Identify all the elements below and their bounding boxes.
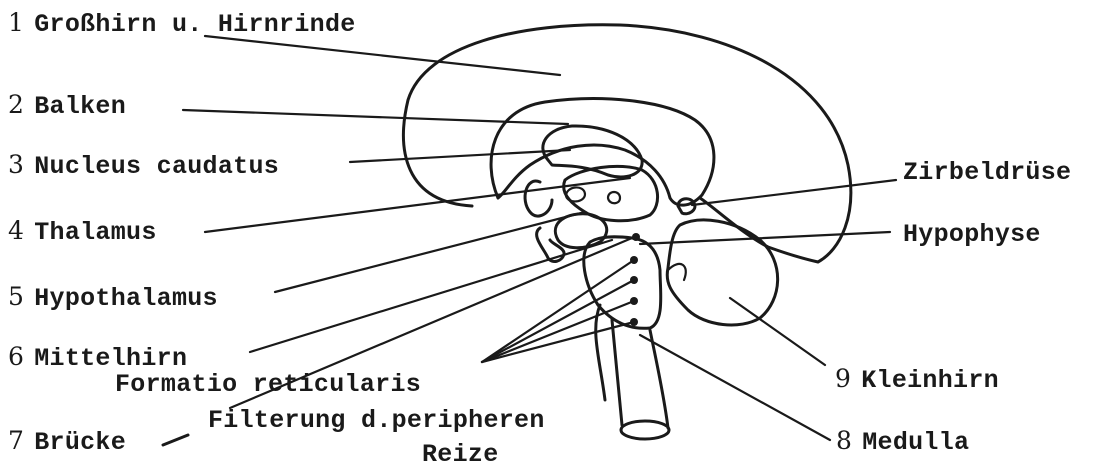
leader-zirbeldruese (692, 180, 896, 205)
label-number: 5 (8, 282, 24, 311)
label-text: Medulla (862, 428, 969, 457)
label-hypothalamus: 5 Hypothalamus (8, 284, 218, 311)
label-zirbeldruese: Zirbeldrüse (903, 160, 1071, 185)
thalamus-inner-2 (608, 192, 620, 203)
leader-thalamus (205, 178, 630, 232)
label-number: 9 (835, 364, 851, 393)
label-thalamus: 4 Thalamus (8, 218, 157, 245)
label-grosshirn: 1 Großhirn u. Hirnrinde (8, 10, 356, 37)
label-number: 7 (8, 426, 24, 455)
label-balken: 2 Balken (8, 92, 126, 119)
medulla-left (612, 320, 622, 425)
label-formatio: Formatio reticularis (115, 372, 421, 397)
leader-hypophyse (640, 232, 890, 244)
label-text: Nucleus caudatus (34, 152, 279, 181)
label-mittelhirn: 6 Mittelhirn (8, 344, 187, 371)
label-number: 2 (8, 90, 24, 119)
label-number: 3 (8, 150, 24, 179)
label-reize: Reize (422, 442, 499, 467)
label-hypophyse: Hypophyse (903, 222, 1041, 247)
label-text: Hypothalamus (34, 284, 218, 313)
label-text: Hypophyse (903, 220, 1041, 249)
leader-mittelhirn (250, 240, 612, 352)
label-number: 8 (836, 426, 852, 455)
label-text: Reize (422, 440, 499, 469)
label-filterung: Filterung d.peripheren (208, 408, 545, 433)
leader-grosshirn (205, 36, 560, 75)
medulla-end (621, 421, 669, 439)
brainstem (584, 237, 661, 328)
label-medulla: 8 Medulla (836, 428, 969, 455)
cerebellum-inner (668, 264, 686, 280)
medulla-left-outer (596, 305, 605, 400)
label-text: Thalamus (34, 218, 156, 247)
label-text: Brücke (34, 428, 126, 457)
label-number: 6 (8, 342, 24, 371)
label-text: Zirbeldrüse (903, 158, 1071, 187)
label-nucleus: 3 Nucleus caudatus (8, 152, 279, 179)
leader-bruecke (163, 435, 188, 445)
cerebellum (667, 220, 777, 325)
cerebrum-outline (403, 25, 850, 262)
label-text: Mittelhirn (34, 344, 187, 373)
thalamus-inner (566, 187, 585, 201)
leader-kleinhirn (730, 298, 825, 365)
label-number: 4 (8, 216, 24, 245)
label-text: Balken (34, 92, 126, 121)
label-text: Kleinhirn (861, 366, 999, 395)
leader-formatio-4 (482, 322, 634, 362)
fornix (525, 181, 552, 216)
hypothalamus-region (555, 214, 606, 248)
label-kleinhirn: 9 Kleinhirn (835, 366, 999, 393)
label-text: Formatio reticularis (115, 370, 421, 399)
label-text: Großhirn u. Hirnrinde (34, 10, 355, 39)
label-bruecke: 7 Brücke (8, 428, 126, 455)
formatio-dot (632, 233, 640, 241)
label-text: Filterung d.peripheren (208, 406, 545, 435)
leader-hypothalamus (275, 212, 585, 292)
label-number: 1 (8, 8, 24, 37)
